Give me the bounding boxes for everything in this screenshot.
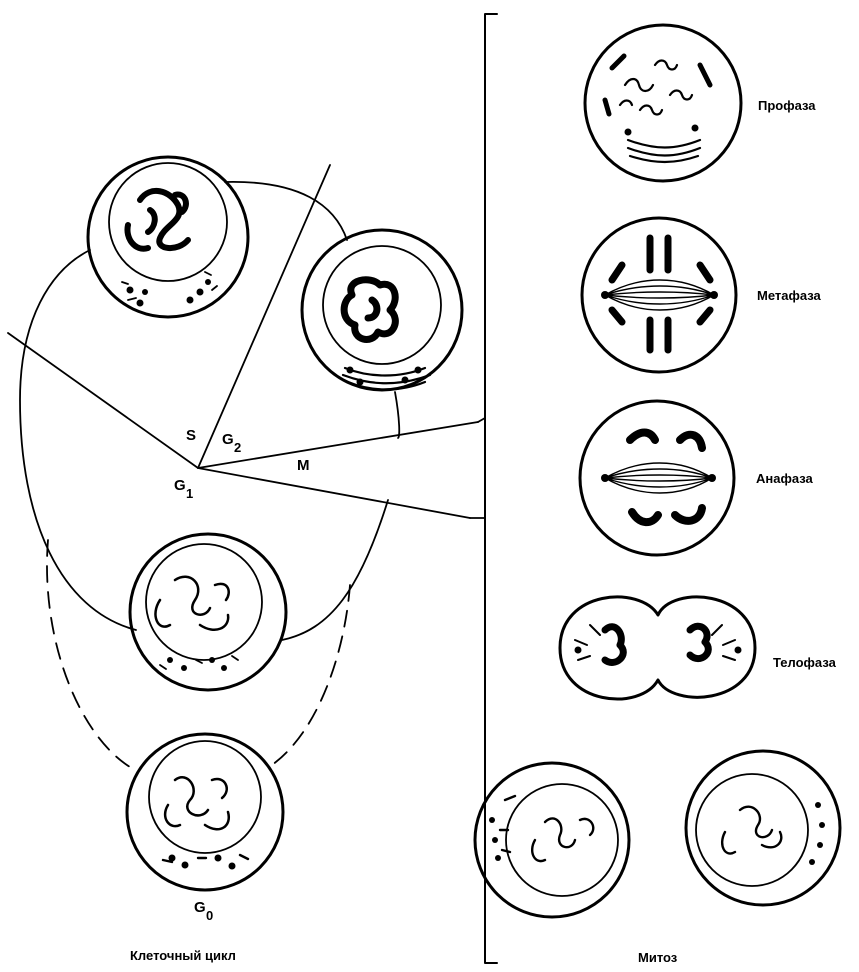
- cell-anaphase: [580, 401, 734, 555]
- cycle-arc: [20, 182, 399, 640]
- cell-telophase: [560, 597, 755, 699]
- label-s: S: [186, 427, 196, 444]
- label-g1-sub: 1: [186, 486, 193, 501]
- label-g1: G: [174, 477, 186, 494]
- cell-metaphase: [582, 218, 736, 372]
- cell-s-phase: [88, 157, 248, 317]
- caption-mitosis: Митоз: [638, 950, 678, 965]
- label-anaphase: Анафаза: [756, 471, 814, 486]
- cell-prophase: [585, 25, 741, 181]
- cell-daughter-right: [686, 751, 840, 905]
- label-g2-sub: 2: [234, 440, 241, 455]
- divider-s-g2: [198, 165, 330, 468]
- bracket-link-top: [478, 418, 485, 422]
- cell-g1-phase: [130, 534, 286, 690]
- cell-g0-phase: [127, 734, 283, 890]
- label-metaphase: Метафаза: [757, 288, 822, 303]
- divider-g1-s: [8, 333, 198, 468]
- cell-daughter-left: [475, 763, 629, 917]
- label-g2: G: [222, 431, 234, 448]
- label-g0: G: [194, 899, 206, 916]
- label-prophase: Профаза: [758, 98, 816, 113]
- cell-g2-phase: [302, 230, 462, 390]
- label-m: M: [297, 457, 310, 474]
- label-g0-sub: 0: [206, 908, 213, 923]
- caption-cell-cycle: Клеточный цикл: [130, 948, 236, 963]
- divider-m-g1: [198, 468, 470, 518]
- label-telophase: Телофаза: [773, 655, 837, 670]
